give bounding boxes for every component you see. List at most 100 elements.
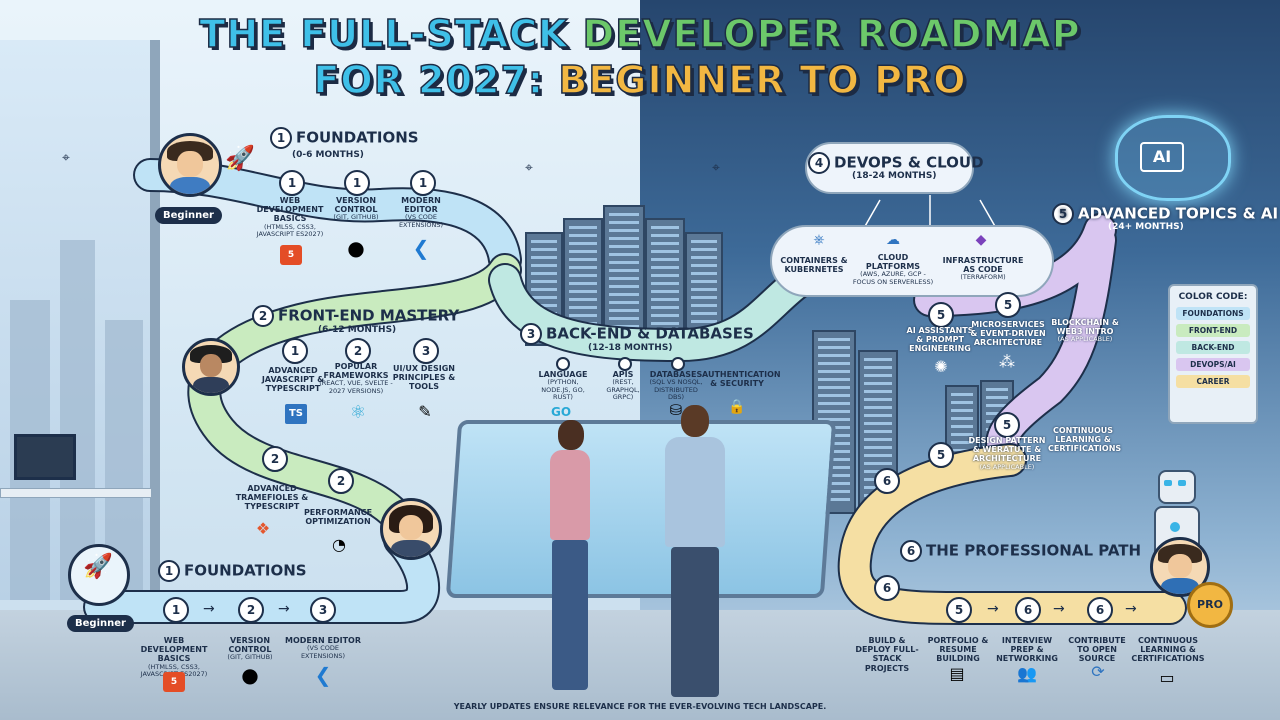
stage-2-item-label: POPULAR FRAMEWORKS(REACT, VUE, SVELTE - …	[318, 362, 394, 395]
beginner-avatar	[158, 133, 222, 197]
arrow-icon: →	[987, 601, 999, 617]
vscode-icon: ❮	[314, 663, 332, 687]
stage-5-item-label: MICROSERVICES & EVENT-DRIVEN ARCHITECTUR…	[970, 320, 1046, 348]
stage-6-item-label: CONTINUOUS LEARNING & CERTIFICATIONS	[1131, 636, 1205, 664]
github-icon: ●	[241, 663, 259, 687]
github-icon: ●	[347, 236, 365, 260]
lock-icon: 🔒	[728, 399, 746, 415]
arrow-icon: →	[1125, 601, 1137, 617]
stage-5-node: 5	[928, 302, 954, 328]
city-building	[60, 240, 95, 600]
stage-5-item-label: DESIGN PATTERN & WERATUTE & ARCHITECTURE…	[965, 436, 1049, 471]
terraform-icon: ◆	[975, 232, 987, 248]
server-rack	[945, 385, 979, 459]
stage-6-node: 6	[1087, 597, 1113, 623]
item-label-text: DESIGN PATTERN & WERATUTE & ARCHITECTURE	[968, 436, 1046, 464]
stage-number: 6	[900, 540, 922, 562]
stage-title-text: DEVOPS & CLOUD	[834, 153, 984, 172]
legend-item-backend: BACK-END	[1176, 341, 1250, 354]
legend-item-frontend: FRONT-END	[1176, 324, 1250, 337]
html5-icon: 5	[163, 672, 185, 692]
stage-3-node	[556, 357, 570, 371]
item-label-text: MODERN EDITOR	[284, 636, 361, 645]
item-label-text: POPULAR FRAMEWORKS	[323, 362, 389, 381]
stage-2-item-label: UI/UX DESIGN PRINCIPLES & TOOLS	[392, 364, 456, 392]
legend-item-foundations: FOUNDATIONS	[1176, 307, 1250, 320]
stage-3-item-label: DATABASES(SQL vs NoSQL, DISTRIBUTED DBs)	[646, 370, 706, 402]
typescript-icon: TS	[285, 404, 307, 424]
stage-5-node: 5	[994, 412, 1020, 438]
database-icon: ⛁	[669, 401, 683, 419]
stage-3-node	[618, 357, 632, 371]
stage-1-duration: (0-6 MONTHS)	[292, 150, 364, 160]
item-label-text: DATABASES	[649, 370, 703, 379]
stage-4-item-label: INFRASTRUCTURE AS CODE(TERRAFORM)	[940, 256, 1026, 282]
stage-2-node: 2	[262, 446, 288, 472]
stage-5-duration: (24+ MONTHS)	[1108, 222, 1184, 232]
desk	[0, 488, 152, 498]
item-label-text: APIS	[612, 370, 634, 379]
bottom-node: 1	[163, 597, 189, 623]
bottom-node: 3	[310, 597, 336, 623]
item-sub-text: (GIT, GITHUB)	[333, 213, 379, 222]
devops-title-cloud	[805, 142, 974, 194]
stage-4-duration: (18-24 MONTHS)	[852, 171, 937, 181]
developer-avatar	[182, 338, 240, 396]
item-label-text: CLOUD PLATFORMS	[865, 253, 921, 272]
woman-figure	[540, 420, 600, 710]
item-sub-text: (REACT, VUE, SVELTE - 2027 versions)	[319, 379, 393, 395]
document-icon: ▤	[949, 664, 965, 683]
item-sub-text: (VS CODE EXTENSIONS)	[300, 644, 346, 660]
stage-2-node: 2	[328, 468, 354, 494]
drone-icon: ⌖	[62, 150, 70, 166]
title-part: DEVELOPER ROADMAP	[582, 11, 1081, 57]
title-part: BEGINNER TO PRO	[558, 57, 967, 103]
footer-note: YEARLY UPDATES ENSURE RELEVANCE FOR THE …	[453, 702, 827, 711]
stage-5-item-label: CONTINUOUS LEARNING & CERTIFICATIONS	[1048, 426, 1122, 454]
certificate-icon: ▭	[1159, 668, 1175, 687]
pro-badge: PRO	[1187, 582, 1233, 628]
stage-5-item-label: BLOCKCHAIN & WEB3 INTRO(as applicable)	[1050, 318, 1120, 344]
stage-2-item-label: ADVANCED TRAMEFIOLES & TYPESCRIPT	[235, 484, 309, 512]
vscode-icon: ❮	[412, 236, 430, 260]
item-sub-text: (VS CODE EXTENSIONS)	[398, 213, 444, 229]
item-sub-text: (REST, GRAPHQL, gRPC)	[606, 378, 640, 402]
stage-1-item-label: MODERN EDITOR(VS CODE EXTENSIONS)	[385, 196, 457, 229]
item-label-text: WEB DEVELOPMENT BASICS	[256, 196, 324, 224]
developer-avatar-female	[380, 498, 442, 560]
drone-icon: ⌖	[712, 160, 720, 176]
rocket-badge	[68, 544, 130, 606]
item-sub-text: (as applicable)	[979, 462, 1035, 471]
stage-number: 2	[252, 305, 274, 327]
item-sub-text: (SQL vs NoSQL, DISTRIBUTED DBs)	[649, 378, 703, 402]
stage-1-item-label: VERSION CONTROL(GIT, GITHUB)	[325, 196, 387, 222]
react-icon: ⚛	[349, 402, 367, 423]
stage-2-duration: (6-12 MONTHS)	[318, 325, 397, 335]
stage-2-node: 1	[282, 338, 308, 364]
stage-3-item-label: AUTHENTICATION & SECURITY	[702, 370, 781, 389]
item-sub-text: (PYTHON, NODE.JS, GO, RUST)	[541, 378, 585, 402]
legend-item-career: CAREER	[1176, 375, 1250, 388]
stage-6-item-label: BUILD & DEPLOY FULL-STACK PROJECTS	[855, 636, 919, 673]
stage-1-node: 1	[344, 170, 370, 196]
item-sub-text: (AWS, AZURE, GCP - focus on serverless)	[852, 270, 934, 286]
people-icon: 👥	[1017, 664, 1037, 683]
item-sub-text: (GIT, GITHUB)	[227, 653, 273, 662]
stage-6-node: 6	[874, 575, 900, 601]
design-icon: ✎	[418, 402, 432, 421]
professional-avatar	[1150, 537, 1210, 597]
man-figure	[655, 405, 735, 710]
brain-icon: ✺	[934, 357, 948, 376]
title-line-1: THE FULL-STACK DEVELOPER ROADMAP	[0, 11, 1280, 57]
rocket-icon: 🚀	[83, 552, 113, 580]
stage-6-node: 6	[874, 468, 900, 494]
stage-5-item-label: AI ASSISTANTS & PROMPT ENGINEERING	[906, 326, 974, 354]
item-label-text: WEB DEVELOPMENT BASICS	[140, 636, 208, 664]
stage-title-text: FOUNDATIONS	[296, 128, 419, 147]
stage-2-node: 3	[413, 338, 439, 364]
stage-6-item-label: CONTRIBUTE TO OPEN SOURCE	[1068, 636, 1126, 664]
office-floor	[0, 610, 1280, 720]
stage-5-node: 5	[928, 442, 954, 468]
